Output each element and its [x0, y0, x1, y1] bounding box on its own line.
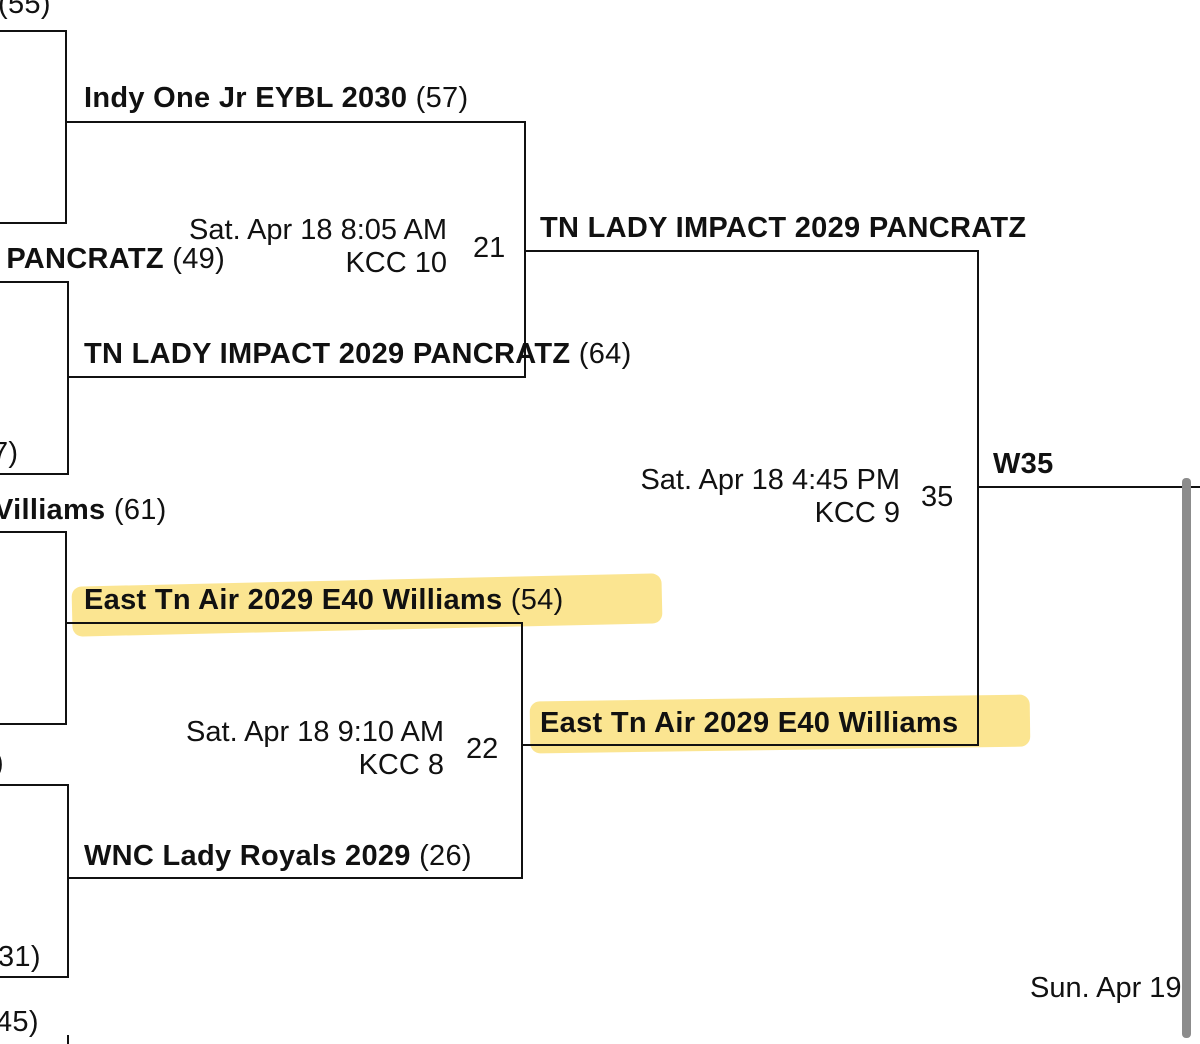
g22-bracket-line: [521, 622, 523, 879]
g22-bracket-line: [67, 622, 523, 624]
g21-top-seed: (57): [415, 82, 469, 114]
g22-game-number: 22: [466, 733, 499, 765]
r1-bracket-line: [0, 723, 67, 725]
r1-seed-45-partial: 45): [0, 1006, 39, 1038]
g22-date: Sat. Apr 18 9:10 AM: [186, 716, 444, 748]
g21-schedule: Sat. Apr 18 8:05 AM KCC 10: [189, 214, 447, 280]
r1-bracket-line: [0, 531, 67, 533]
g35-court: KCC 9: [814, 497, 900, 529]
g22-schedule: Sat. Apr 18 9:10 AM KCC 8: [186, 716, 444, 782]
g35-game-number: 35: [921, 481, 954, 513]
g35-schedule: Sat. Apr 18 4:45 PM KCC 9: [640, 464, 900, 530]
g21-game-number: 21: [473, 232, 506, 264]
g21-top-team[interactable]: Indy One Jr EYBL 2030 (57): [84, 82, 469, 114]
g21-bracket-line: [69, 376, 526, 378]
r1-seed-61: (61): [113, 494, 167, 526]
g22-court: KCC 8: [358, 749, 444, 781]
g35-bottom-team[interactable]: East Tn Air 2029 E40 Williams: [540, 707, 959, 739]
r1-seed-31: (31): [0, 941, 41, 973]
r1-bracket-line: [67, 784, 69, 978]
r1-bracket-line: [0, 784, 69, 786]
g22-bottom-team[interactable]: WNC Lady Royals 2029 (26): [84, 840, 472, 872]
g21-bracket-line: [524, 121, 526, 378]
g22-top-seed: (54): [510, 584, 564, 616]
r1-seed-55: (55): [0, 0, 51, 20]
r1-bracket-line: [0, 976, 69, 978]
r1-bracket-line: [0, 222, 67, 224]
r1-paren: ): [0, 747, 4, 780]
g21-date: Sat. Apr 18 8:05 AM: [189, 214, 447, 246]
r1-bracket-line: [65, 531, 67, 725]
r1-bracket-line: [0, 30, 67, 32]
g35-bracket-line: [524, 250, 979, 252]
r1-team-williams-partial: Villiams (61): [0, 494, 167, 526]
g35-date: Sat. Apr 18 4:45 PM: [640, 464, 900, 496]
r1-seed-7-partial: 7): [0, 437, 19, 469]
r4-bracket-line: [977, 486, 1200, 488]
r1-bracket-line: [67, 281, 69, 475]
r1-bracket-line: [65, 30, 67, 224]
r1-bracket-line: [0, 473, 69, 475]
g35-bracket-line: [521, 744, 979, 746]
g21-bottom-seed: (64): [578, 338, 632, 370]
g21-bottom-team[interactable]: TN LADY IMPACT 2029 PANCRATZ (64): [84, 338, 632, 370]
r1-bracket-line: [0, 281, 69, 283]
g22-bottom-seed: (26): [419, 840, 472, 872]
r1-team-pancratz-partial: ) PANCRATZ (49): [0, 243, 226, 275]
r1-seed-49: (49): [172, 243, 226, 275]
r1-bracket-line: [67, 1035, 69, 1044]
g21-bracket-line: [67, 121, 526, 123]
g22-bracket-line: [69, 877, 523, 879]
g22-top-team[interactable]: East Tn Air 2029 E40 Williams (54): [84, 584, 564, 616]
r4-winner-label[interactable]: W35: [993, 448, 1054, 480]
g35-top-team[interactable]: TN LADY IMPACT 2029 PANCRATZ: [540, 212, 1027, 244]
vertical-scrollbar[interactable]: [1182, 478, 1191, 1038]
r4-date-partial: Sun. Apr 19: [1030, 972, 1182, 1004]
g35-bracket-line: [977, 250, 979, 746]
g21-court: KCC 10: [345, 247, 447, 279]
